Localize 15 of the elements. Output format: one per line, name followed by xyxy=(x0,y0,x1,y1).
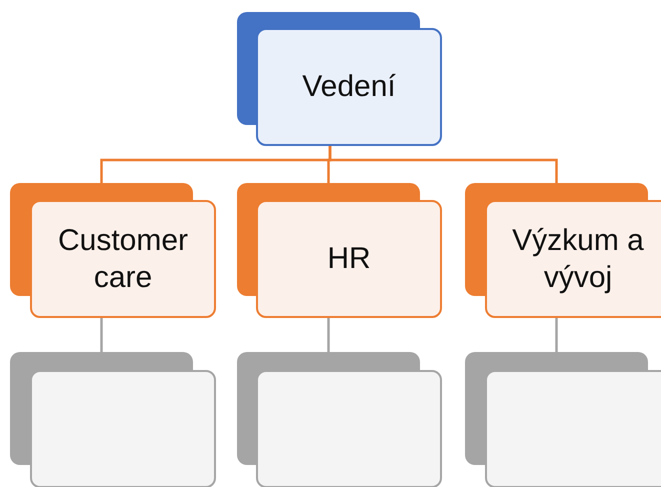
box-label: Vedení xyxy=(302,69,396,106)
org-chart-box xyxy=(237,352,442,487)
org-chart-box xyxy=(10,352,216,487)
connector-line xyxy=(327,318,330,352)
connector-line xyxy=(328,146,558,183)
connector-line xyxy=(100,318,103,352)
box-label: Customer care xyxy=(56,222,190,296)
org-chart-box xyxy=(237,183,442,318)
connector-line xyxy=(555,318,558,352)
org-chart-box xyxy=(465,352,661,487)
org-chart-box xyxy=(237,12,442,146)
org-chart-box xyxy=(10,183,216,318)
box-label: Výzkum a vývoj xyxy=(511,222,645,296)
org-chart-box xyxy=(465,183,661,318)
box-label: HR xyxy=(327,241,371,278)
